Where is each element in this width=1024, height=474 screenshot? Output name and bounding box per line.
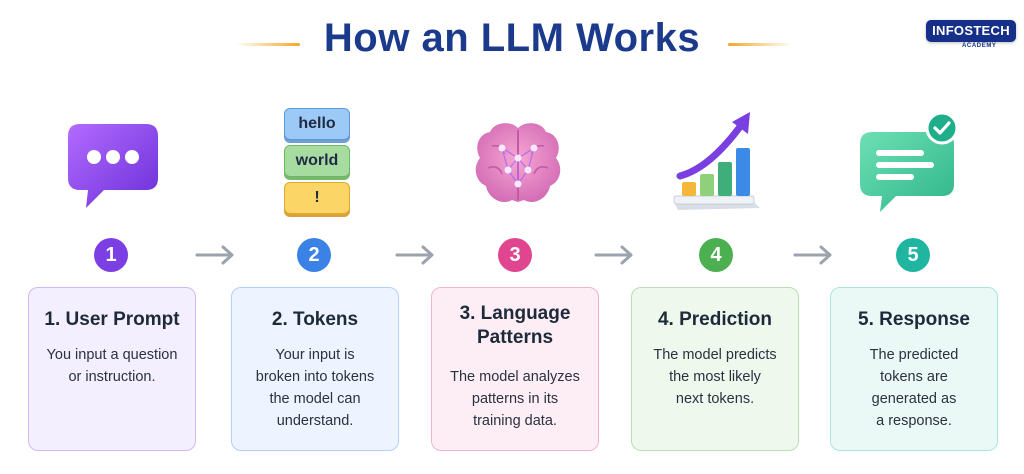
token-block-exclamation: !: [284, 182, 350, 214]
step-number-2: 2: [297, 238, 331, 272]
arrow-right-icon: [793, 245, 832, 265]
logo: INFOSTECH ACADEMY: [926, 16, 1018, 56]
step-description: The model predicts the most likely next …: [653, 347, 777, 407]
token-block-world: world: [284, 145, 350, 177]
step-description: You input a question or instruction.: [46, 347, 178, 385]
page-title: How an LLM Works: [323, 16, 701, 60]
step-description: Your input is broken into tokens the mod…: [255, 347, 375, 429]
step-number-3: 3: [498, 238, 532, 272]
arrow-right-icon: [594, 245, 633, 265]
step-card-tokens: 2. Tokens Your input is broken into toke…: [231, 287, 399, 451]
step-description: The model analyzes patterns in its train…: [450, 369, 580, 429]
response-bubble-icon: [860, 111, 959, 212]
token-blocks-icon: hello world !: [278, 106, 358, 216]
title-decoration-left: [236, 43, 300, 46]
step-card-response: 5. Response The predicted tokens are gen…: [830, 287, 998, 451]
arrow-right-icon: [195, 245, 234, 265]
bar-chart-icon: [673, 112, 760, 210]
chat-bubble-icon: [68, 124, 158, 208]
step-number-1: 1: [94, 238, 128, 272]
logo-wordmark: INFOSTECH: [926, 20, 1016, 42]
step-title: 2. Tokens: [271, 309, 359, 330]
step-title: 3. Language Patterns: [459, 303, 571, 348]
step-card-user-prompt: 1. User Prompt You input a question or i…: [28, 287, 196, 451]
step-title: 5. Response: [858, 309, 970, 330]
title-row: How an LLM Works: [0, 14, 1024, 64]
logo-subtitle: ACADEMY: [962, 43, 997, 49]
step-card-prediction: 4. Prediction The model predicts the mos…: [631, 287, 799, 451]
brain-icon: [475, 123, 561, 203]
title-decoration-right: [728, 43, 792, 46]
step-title: 4. Prediction: [657, 309, 773, 330]
arrow-right-icon: [395, 245, 434, 265]
step-card-language-patterns: 3. Language Patterns The model analyzes …: [431, 287, 599, 451]
token-block-hello: hello: [284, 108, 350, 140]
step-number-5: 5: [896, 238, 930, 272]
step-description: The predicted tokens are generated as a …: [869, 347, 959, 429]
step-title: 1. User Prompt: [44, 309, 180, 330]
step-number-4: 4: [699, 238, 733, 272]
